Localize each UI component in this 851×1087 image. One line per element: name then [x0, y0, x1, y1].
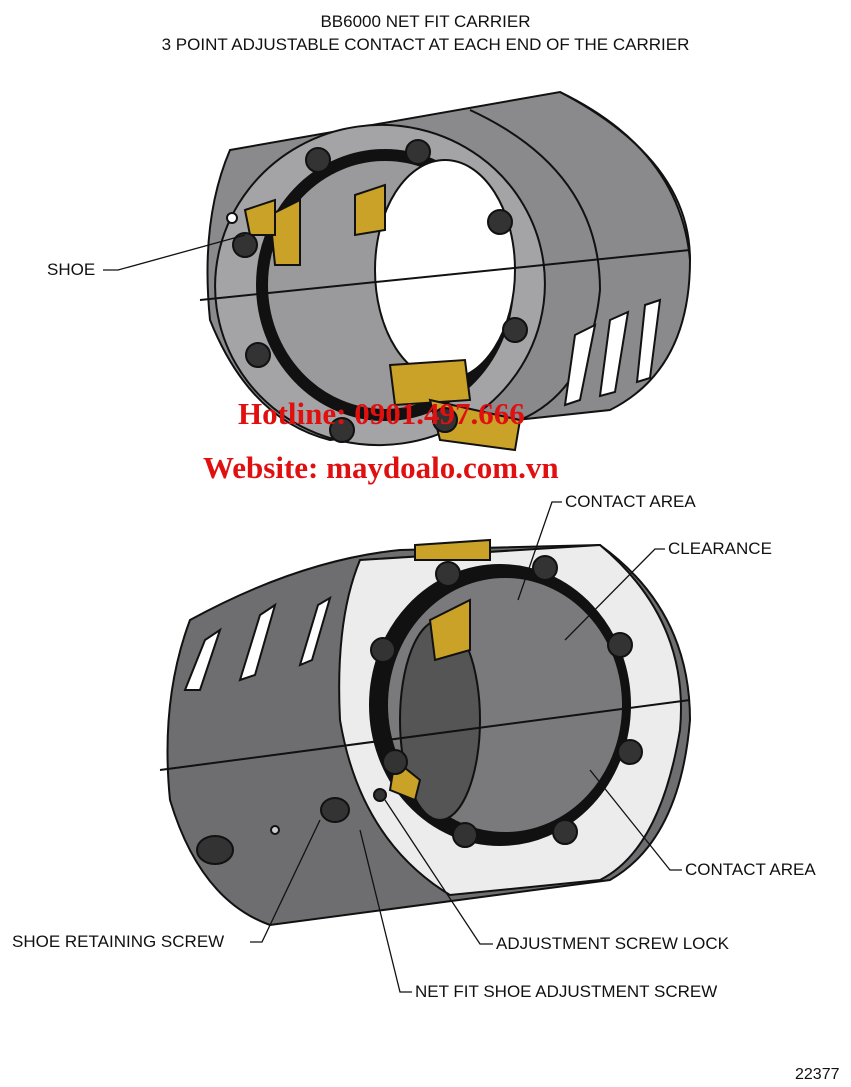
top-carrier [199, 90, 692, 452]
label-shoe-retaining-screw: SHOE RETAINING SCREW [12, 932, 225, 951]
label-clearance: CLEARANCE [668, 539, 772, 558]
label-contact-area-top: CONTACT AREA [565, 492, 696, 511]
title-line-1: BB6000 NET FIT CARRIER [320, 12, 531, 31]
watermark-website: Website: maydoalo.com.vn [203, 450, 559, 485]
label-shoe: SHOE [47, 260, 96, 279]
label-adjustment-screw-lock: ADJUSTMENT SCREW LOCK [496, 934, 729, 953]
title-line-2: 3 POINT ADJUSTABLE CONTACT AT EACH END O… [161, 35, 690, 54]
figure-number: 22377 [795, 1066, 840, 1083]
leader-lines [103, 234, 682, 993]
bottom-carrier [159, 538, 692, 927]
label-net-fit-shoe-adjustment-screw: NET FIT SHOE ADJUSTMENT SCREW [415, 982, 718, 1001]
label-contact-area-bottom: CONTACT AREA [685, 860, 816, 879]
watermark-hotline: Hotline: 0901.497.666 [238, 396, 525, 431]
